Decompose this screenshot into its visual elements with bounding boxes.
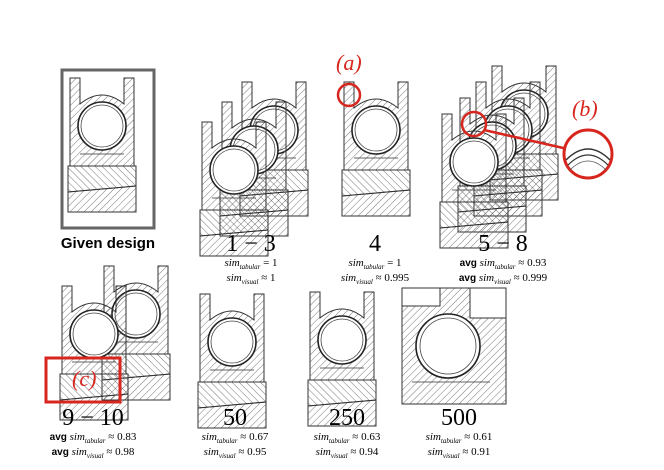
caption-250: 250 simtabular ≈ 0.63 simvisual ≈ 0.94 (292, 406, 402, 460)
sim-visual: simvisual ≈ 0.94 (315, 446, 379, 461)
caption-50: 50 simtabular ≈ 0.67 simvisual ≈ 0.95 (180, 406, 290, 460)
annotation-c-label: (c) (72, 366, 97, 391)
annotation-a-label: (a) (336, 50, 362, 75)
zoom-b (562, 128, 614, 180)
given-design-label: Given design (60, 235, 156, 252)
caption-1-3: 1 − 3 simtabular = 1 simvisual ≈ 1 (196, 232, 306, 286)
sim-visual: avg simvisual ≈ 0.999 (458, 272, 548, 287)
highlight-a-circle (336, 82, 362, 108)
given-design-part (67, 77, 137, 213)
caption-5-8: 5 − 8 avg simtabular ≈ 0.93 avg simvisua… (438, 232, 568, 286)
sim-visual: simvisual ≈ 0.95 (203, 446, 267, 461)
sim-tabular: simtabular ≈ 0.61 (425, 431, 493, 446)
design-4 (341, 81, 411, 217)
sim-tabular: simtabular = 1 (224, 257, 278, 272)
caption-4: 4 simtabular = 1 simvisual ≈ 0.995 (320, 232, 430, 286)
caption-title: 5 − 8 (478, 231, 528, 257)
sim-tabular: simtabular ≈ 0.67 (201, 431, 269, 446)
sim-tabular: avg simtabular ≈ 0.83 (49, 431, 137, 446)
highlight-c-box (44, 356, 122, 404)
annotation-b-label: (b) (572, 96, 598, 121)
caption-500: 500 simtabular ≈ 0.61 simvisual ≈ 0.91 (404, 406, 514, 460)
caption-9-10: 9 − 10 avg simtabular ≈ 0.83 avg simvisu… (28, 406, 158, 460)
caption-title: 250 (329, 405, 365, 431)
designs-5-8 (439, 65, 559, 249)
sim-tabular: avg simtabular ≈ 0.93 (459, 257, 547, 272)
sim-visual: simvisual ≈ 1 (226, 272, 276, 287)
given-design-frame (60, 68, 156, 230)
caption-title: 50 (223, 405, 247, 431)
caption-title: 9 − 10 (62, 405, 124, 431)
sim-visual: simvisual ≈ 0.995 (340, 272, 410, 287)
highlight-b-small (460, 110, 488, 138)
design-500 (401, 287, 507, 405)
sim-tabular: simtabular ≈ 0.63 (313, 431, 381, 446)
caption-title: 1 − 3 (226, 231, 276, 257)
sim-visual: simvisual ≈ 0.91 (427, 446, 491, 461)
caption-title: 500 (441, 405, 477, 431)
highlight-b-connector (483, 128, 573, 152)
sim-visual: avg simvisual ≈ 0.98 (51, 446, 135, 461)
designs-9-10 (59, 265, 171, 421)
designs-1-3 (199, 81, 309, 257)
caption-title: 4 (369, 231, 381, 257)
sim-tabular: simtabular = 1 (348, 257, 402, 272)
